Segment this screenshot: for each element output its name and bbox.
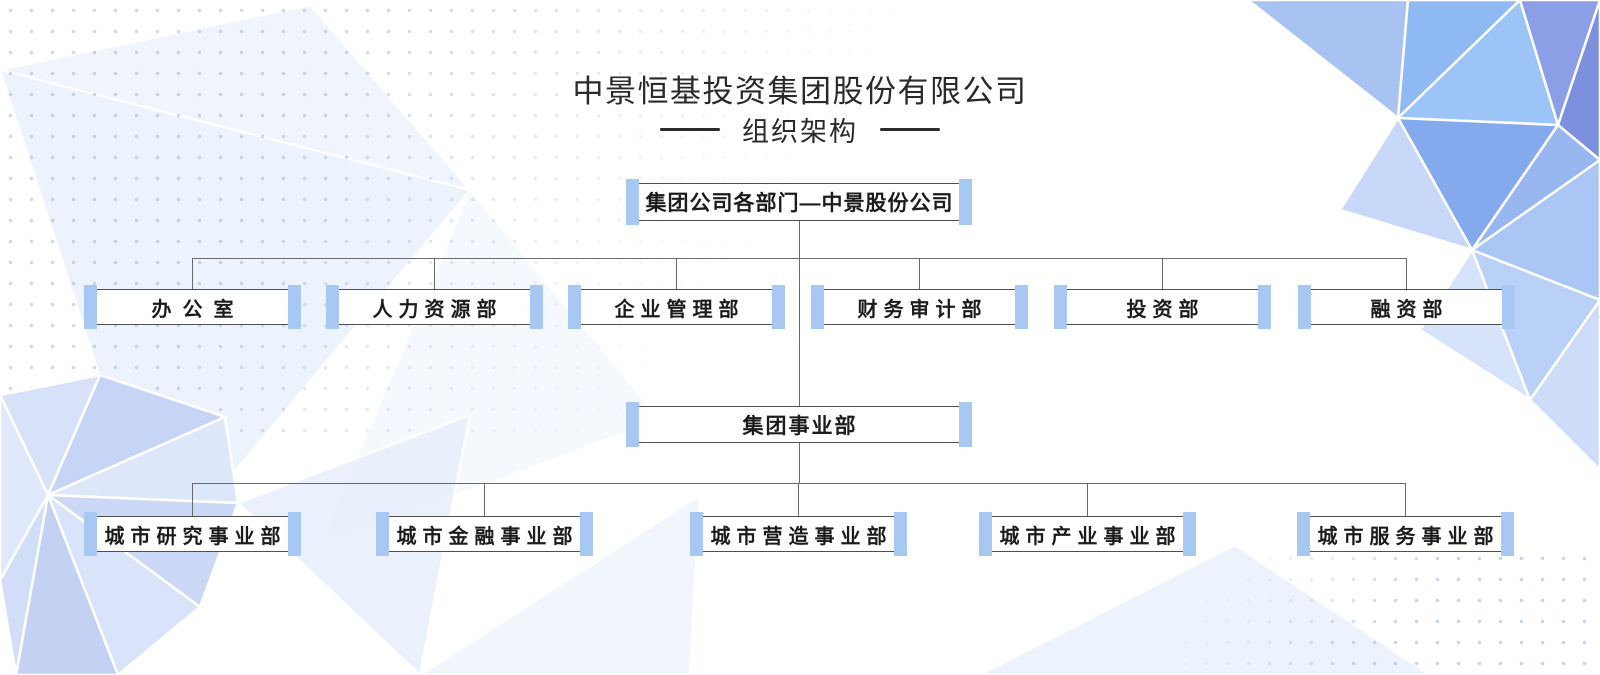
org-node-investment-label: 投资部 (1126, 298, 1205, 321)
org-node-financing-label: 融资部 (1370, 298, 1449, 321)
org-node-urban-finance: 城市金融事业部 (376, 512, 593, 556)
org-node-enterprise-mgmt: 企业管理部 (568, 285, 785, 329)
connector-drop-financing (1406, 258, 1407, 289)
connector-drop-urban-construction (798, 483, 799, 516)
halftone-dots-bottom-right (1175, 548, 1600, 675)
org-node-urban-industry: 城市产业事业部 (979, 512, 1196, 556)
org-node-root-label: 集团公司各部门—中景股份公司 (645, 192, 954, 215)
org-node-urban-research: 城市研究事业部 (84, 512, 301, 556)
org-node-office-label: 办公室 (151, 298, 245, 321)
org-node-finance-audit: 财务审计部 (811, 285, 1028, 329)
connector-row3-horizontal (192, 483, 1406, 484)
org-node-enterprise-mgmt-label: 企业管理部 (614, 298, 745, 321)
connector-drop-enterprise-mgmt (676, 258, 677, 289)
connector-drop-urban-research (192, 483, 193, 516)
connector-drop-urban-service (1405, 483, 1406, 516)
connector-trunk-top (799, 221, 800, 406)
subtitle-dash-left (660, 127, 720, 132)
connector-row2-horizontal (192, 258, 1407, 259)
connector-drop-urban-finance (484, 483, 485, 516)
org-node-urban-construction: 城市营造事业部 (690, 512, 907, 556)
org-node-investment: 投资部 (1054, 285, 1271, 329)
connector-drop-hr (434, 258, 435, 289)
org-node-urban-finance-label: 城市金融事业部 (396, 525, 579, 548)
org-node-group-division-label: 集团事业部 (742, 414, 858, 438)
org-node-group-division: 集团事业部 (626, 402, 972, 447)
connector-drop-finance-audit (919, 258, 920, 289)
org-node-urban-service: 城市服务事业部 (1297, 512, 1514, 556)
org-node-financing: 融资部 (1298, 285, 1515, 329)
org-node-urban-research-label: 城市研究事业部 (104, 525, 287, 548)
org-node-urban-industry-label: 城市产业事业部 (999, 525, 1182, 548)
connector-drop-urban-industry (1087, 483, 1088, 516)
page-title: 中景恒基投资集团股份有限公司 (572, 74, 1028, 109)
org-node-urban-service-label: 城市服务事业部 (1317, 525, 1500, 548)
org-node-root: 集团公司各部门—中景股份公司 (626, 179, 972, 225)
connector-trunk-bottom (799, 443, 800, 483)
org-node-urban-construction-label: 城市营造事业部 (710, 525, 893, 548)
page-subtitle-row: 组织架构 (0, 110, 1600, 149)
org-node-office: 办公室 (84, 285, 301, 329)
connector-drop-investment (1162, 258, 1163, 289)
connector-drop-office (192, 258, 193, 289)
page-subtitle: 组织架构 (742, 117, 858, 147)
org-node-hr-label: 人力资源部 (372, 298, 503, 321)
org-node-finance-audit-label: 财务审计部 (857, 298, 988, 321)
org-node-hr: 人力资源部 (326, 285, 543, 329)
subtitle-dash-right (880, 127, 940, 132)
